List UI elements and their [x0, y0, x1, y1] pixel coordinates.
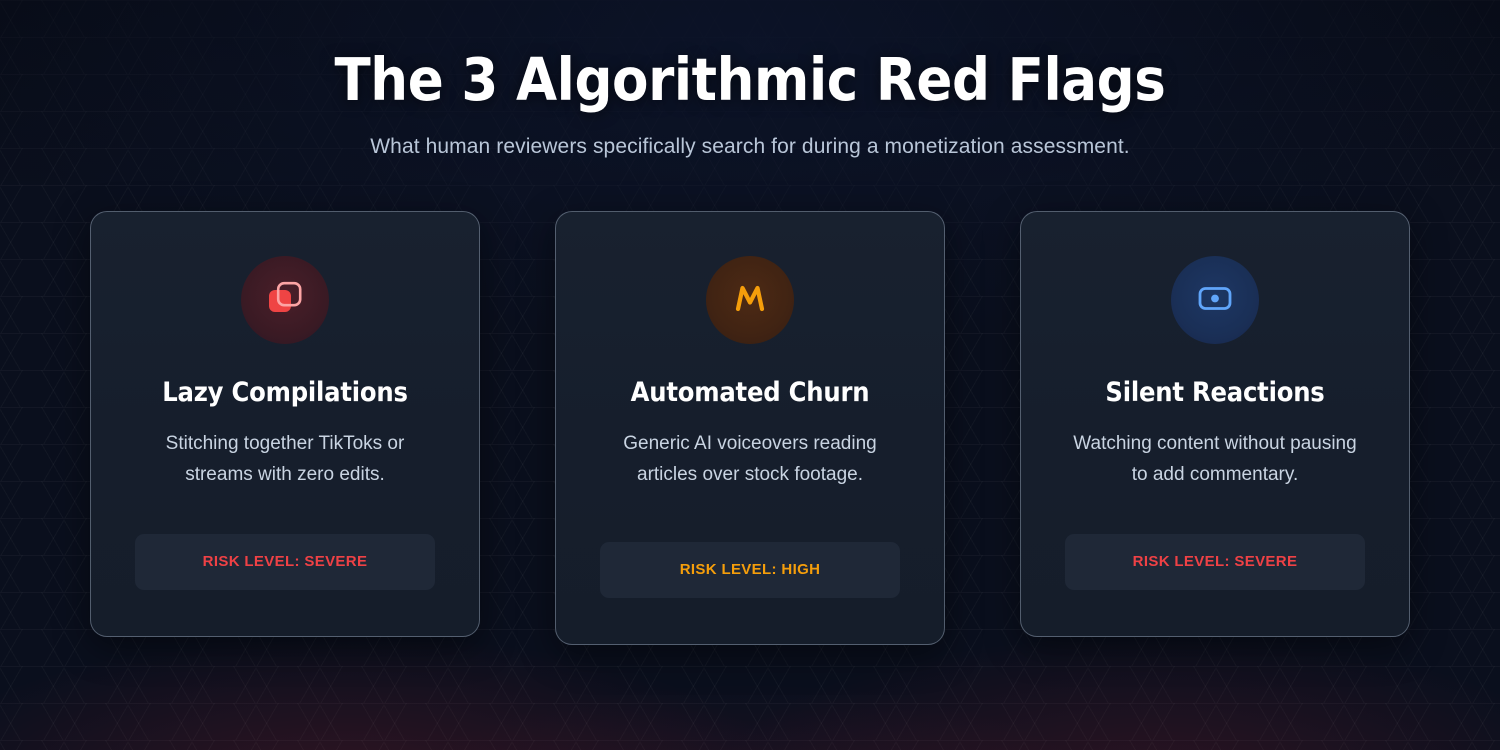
red-flag-card-automated-churn[interactable]: Automated Churn Generic AI voiceovers re…: [555, 211, 945, 645]
letter-m-waveform-icon: [729, 277, 771, 324]
page-title: The 3 Algorithmic Red Flags: [334, 45, 1166, 114]
duplicate-squares-icon: [265, 278, 305, 323]
icon-badge-amber: [706, 256, 794, 344]
icon-badge-red: [241, 256, 329, 344]
screen-record-icon: [1194, 277, 1236, 324]
status-badge-risk-level: RISK LEVEL: SEVERE: [1065, 533, 1365, 590]
card-description: Stitching together TikToks or streams wi…: [165, 432, 405, 485]
page-subtitle: What human reviewers specifically search…: [370, 135, 1130, 158]
red-flag-card-silent-reactions[interactable]: Silent Reactions Watching content withou…: [1020, 211, 1410, 637]
status-badge-risk-level: RISK LEVEL: SEVERE: [135, 533, 435, 590]
red-flag-card-lazy-compilations[interactable]: Lazy Compilations Stitching together Tik…: [90, 211, 480, 637]
card-title: Automated Churn: [630, 377, 870, 408]
card-description: Watching content without pausing to add …: [1073, 432, 1357, 485]
card-description: Generic AI voiceovers reading articles o…: [623, 432, 877, 485]
card-title: Lazy Compilations: [162, 377, 408, 408]
card-title: Silent Reactions: [1105, 377, 1325, 408]
icon-badge-blue: [1171, 256, 1259, 344]
status-badge-risk-level: RISK LEVEL: HIGH: [600, 541, 900, 598]
red-flag-card-list: Lazy Compilations Stitching together Tik…: [90, 211, 1410, 645]
